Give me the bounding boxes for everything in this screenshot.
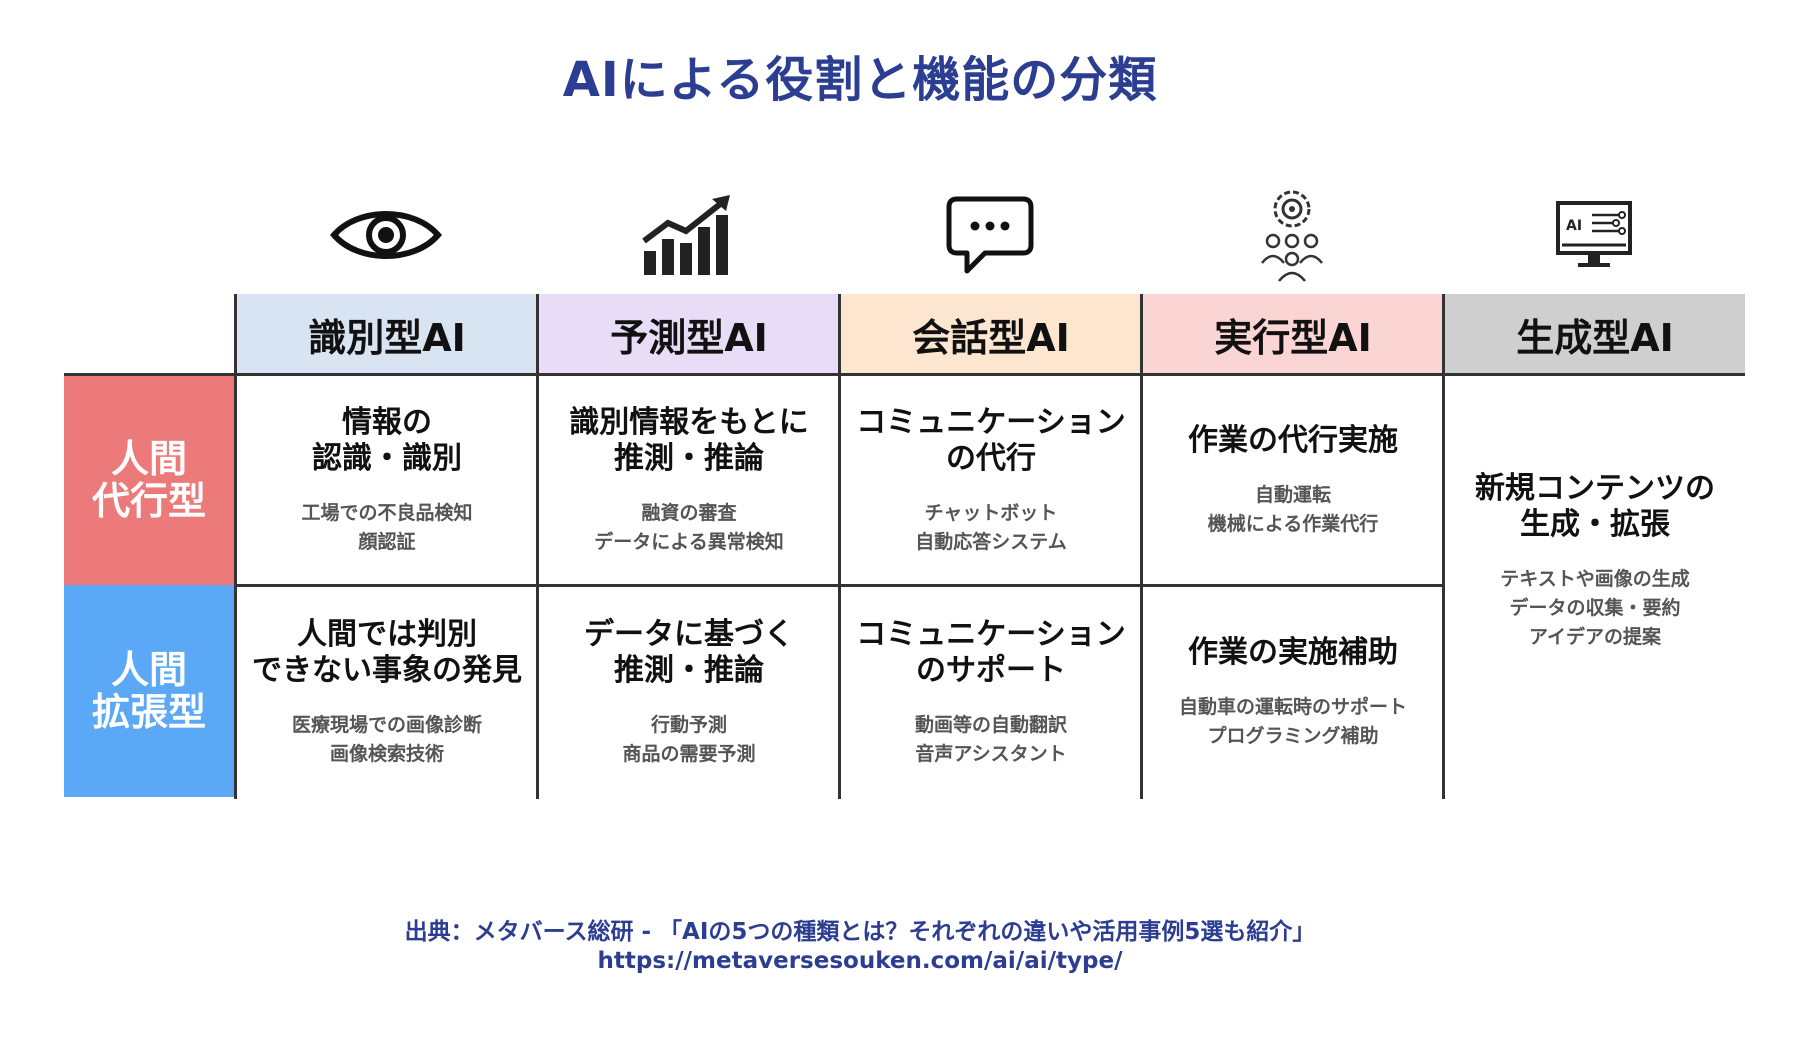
cell-main-text: コミュニケーション のサポート [856,616,1126,688]
column-header-3: 実行型AI [1143,294,1443,374]
cell-execution-substitute: 作業の代行実施 自動運転 機械による作業代行 [1143,376,1443,585]
cell-conversation-augment: コミュニケーション のサポート 動画等の自動翻訳 音声アシスタント [841,588,1141,797]
cell-identify-augment: 人間では判別 できない事象の発見 医療現場での画像診断 画像検索技術 [237,588,537,797]
cell-examples: チャットボット 自動応答システム [915,501,1067,553]
grid-line [1140,294,1143,799]
column-header-label: 会話型AI [912,315,1070,360]
column-header-label: 実行型AI [1214,315,1372,360]
cell-main-text: 作業の実施補助 [1188,634,1398,670]
cell-main-text: 情報の 認識・識別 [312,404,462,476]
source-url[interactable]: https://metaversesouken.com/ai/ai/type/ [597,948,1123,974]
chat-bubble-icon [839,185,1141,285]
row-header-0: 人間 代行型 [64,374,234,585]
column-header-0: 識別型AI [237,294,537,374]
grid-line [234,294,237,799]
grid-line [536,294,539,799]
row-header-label: 人間 代行型 [91,436,206,523]
cell-main-text: 新規コンテンツの 生成・拡張 [1475,471,1715,542]
cell-examples: 自動運転 機械による作業代行 [1207,483,1379,535]
cell-examples: 工場での不良品検知 顔認証 [301,501,473,553]
cell-predict-substitute: 識別情報をもとに 推測・推論 融資の審査 データによる異常検知 [539,376,839,585]
cell-main-text: データに基づく 推測・推論 [584,616,794,688]
cell-main-text: 作業の代行実施 [1188,422,1398,458]
page-title: AIによる役割と機能の分類 [562,52,1158,108]
cell-examples: テキストや画像の生成 データの収集・要約 アイデアの提案 [1500,568,1690,648]
eye-icon [235,185,537,285]
cell-predict-augment: データに基づく 推測・推論 行動予測 商品の需要予測 [539,588,839,797]
grid-line [838,294,841,799]
cell-main-text: 識別情報をもとに 推測・推論 [569,404,809,476]
growth-chart-icon [537,185,839,285]
svg-text:AI: AI [1566,218,1582,234]
cell-conversation-substitute: コミュニケーション の代行 チャットボット 自動応答システム [841,376,1141,585]
cell-examples: 行動予測 商品の需要予測 [622,713,756,765]
cell-execution-augment: 作業の実施補助 自動車の運転時のサポート プログラミング補助 [1143,588,1443,797]
column-header-label: 予測型AI [610,315,768,360]
column-header-label: 識別型AI [308,315,466,360]
column-header-label: 生成型AI [1516,315,1674,360]
column-header-2: 会話型AI [841,294,1141,374]
column-header-4: 生成型AI [1445,294,1745,374]
source-citation: 出典：メタバース総研 - 「AIの5つの種類とは？それぞれの違いや活用事例5選も… [404,919,1316,945]
cell-examples: 自動車の運転時のサポート プログラミング補助 [1178,695,1407,747]
grid-line [234,584,1445,587]
cell-main-text: 人間では判別 できない事象の発見 [252,616,522,688]
cell-examples: 融資の審査 データによる異常検知 [594,501,784,553]
people-gear-icon [1141,185,1443,285]
cell-identify-substitute: 情報の 認識・識別 工場での不良品検知 顔認証 [237,376,537,585]
icon-row: AI [235,185,1745,285]
cell-examples: 医療現場での画像診断 画像検索技術 [291,713,482,765]
grid-line [64,373,1745,376]
row-header-label: 人間 拡張型 [91,648,206,734]
cell-generative: 新規コンテンツの 生成・拡張 テキストや画像の生成 データの収集・要約 アイデア… [1445,376,1745,797]
grid-line [1442,294,1445,799]
column-header-1: 予測型AI [539,294,839,374]
cell-main-text: コミュニケーション の代行 [856,404,1126,476]
ai-monitor-icon: AI [1443,185,1745,285]
row-header-1: 人間 拡張型 [64,585,234,797]
cell-examples: 動画等の自動翻訳 音声アシスタント [914,713,1067,765]
